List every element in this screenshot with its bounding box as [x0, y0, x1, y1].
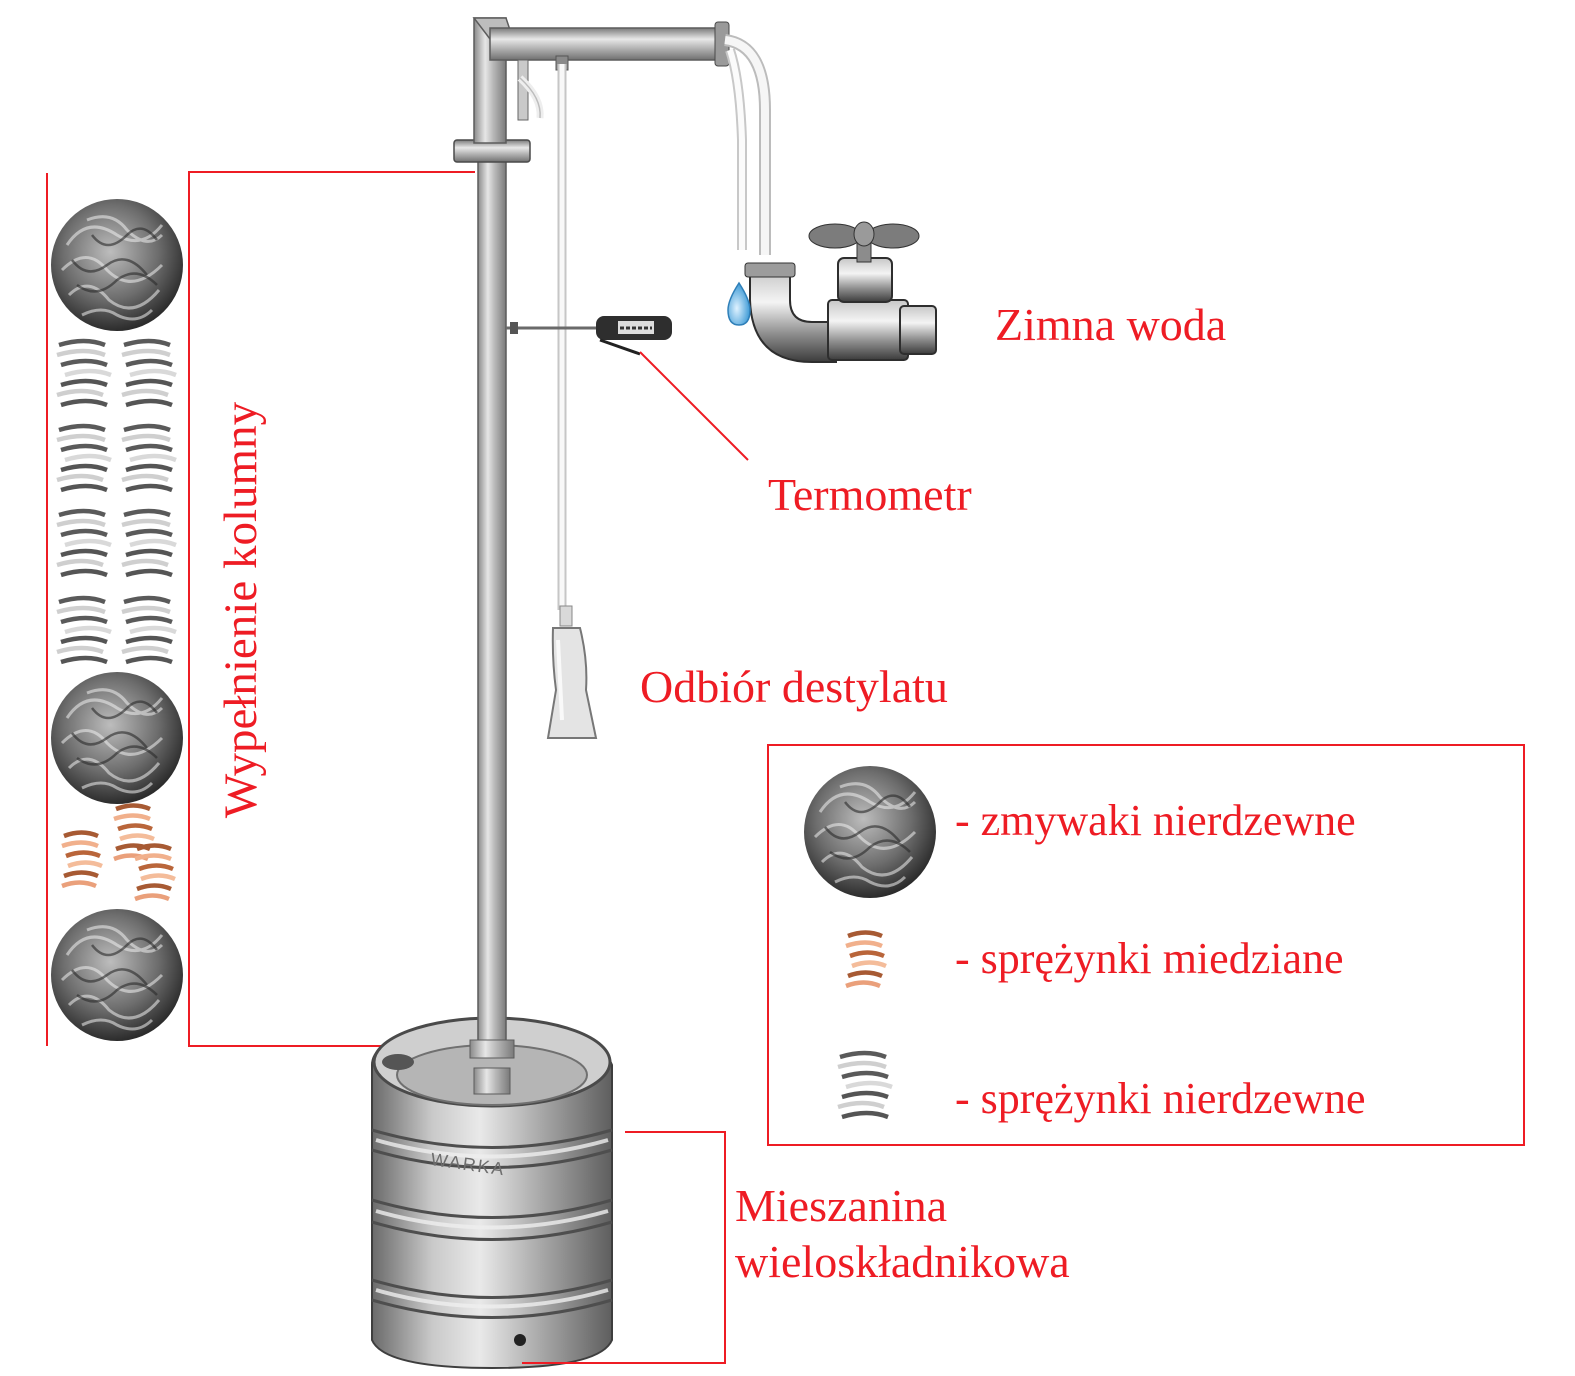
packing-bracket: [46, 171, 475, 1047]
steel-spring-icon: [57, 511, 111, 575]
mixture-bracket: [522, 1131, 726, 1364]
faucet-icon: [727, 221, 937, 363]
thermometer-probe: [506, 316, 672, 356]
keg-boiler: WARKA: [371, 1016, 613, 1370]
cold-water-label: Zimna woda: [995, 299, 1227, 350]
distillate-outlet-label: Odbiór destylatu: [640, 661, 948, 712]
copper-spring-icon: [114, 806, 154, 860]
steel-spring-icon: [122, 426, 176, 490]
water-drop-icon: [727, 281, 751, 326]
steel-spring-icon: [122, 598, 176, 662]
distillate-bottle: [546, 605, 598, 739]
steel-spring-icon: [122, 511, 176, 575]
legend-item-steel-scrubbers: - zmywaki nierdzewne: [955, 796, 1356, 845]
steel-spring-icon: [57, 341, 111, 405]
legend-box: [767, 744, 1525, 1146]
thermometer-label: Termometr: [768, 469, 972, 520]
steel-scrubber-icon: [49, 907, 185, 1043]
mixture-label-line1: Mieszanina: [735, 1180, 948, 1231]
legend-item-steel-springs: - sprężynki nierdzewne: [955, 1074, 1366, 1123]
steel-spring-icon: [122, 341, 176, 405]
steel-spring-icon: [57, 598, 111, 662]
copper-spring-icon: [62, 833, 102, 887]
steel-scrubber-icon: [49, 670, 185, 806]
mixture-label-line2: wieloskładnikowa: [735, 1236, 1070, 1288]
steel-scrubber-icon: [49, 197, 185, 333]
thermometer-leader-line: [639, 351, 749, 461]
column-packing-stack: [49, 197, 185, 1043]
copper-spring-icon: [135, 846, 175, 900]
column-packing-label: Wypełnienie kolumny: [215, 401, 268, 819]
steel-spring-icon: [838, 1053, 892, 1117]
steel-scrubber-icon: [802, 764, 938, 900]
water-hose: [723, 34, 771, 255]
mixture-label: Mieszanina wieloskładnikowa: [735, 1178, 1070, 1290]
copper-spring-icon: [846, 933, 886, 987]
condenser: [489, 27, 723, 61]
legend-item-copper-springs: - sprężynki miedziane: [955, 934, 1344, 983]
column-tube: [453, 17, 730, 1095]
steel-spring-icon: [57, 426, 111, 490]
